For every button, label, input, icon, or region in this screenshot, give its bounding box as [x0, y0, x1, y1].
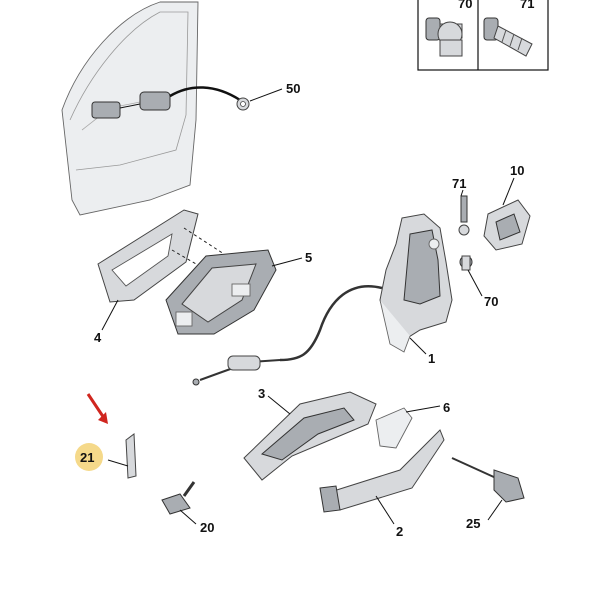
interior-handle-on-door: [91, 86, 241, 119]
gasket-part-6: [375, 407, 413, 449]
rod-end: [192, 378, 200, 386]
striker-part-10: [483, 199, 531, 251]
rod-clip: [227, 355, 261, 371]
callout-71: 71: [452, 176, 466, 191]
callout-71-inset: 71: [520, 0, 534, 11]
leader-21: [107, 459, 129, 467]
interior-handle-part-5: [165, 249, 277, 335]
handle-bracket-part-3: [243, 391, 377, 481]
leader-5: [271, 257, 303, 267]
callout-25: 25: [466, 516, 480, 531]
callout-10: 10: [510, 163, 524, 178]
leader-4: [101, 299, 119, 331]
callout-4: 4: [94, 330, 102, 345]
exterior-handle-part-2: [319, 429, 445, 513]
screw-part-71: [458, 195, 470, 236]
bolt-part-70: [459, 255, 473, 271]
bolt-71-icon: [483, 17, 533, 57]
callout-20: 20: [200, 520, 214, 535]
key-part-20: [161, 481, 196, 515]
lock-cylinder-part-25: [451, 457, 525, 503]
leader-71: [460, 189, 464, 197]
leader-10: [502, 177, 515, 206]
callout-50: 50: [286, 81, 300, 96]
door-lock-part-1: [379, 213, 453, 353]
callout-2: 2: [396, 524, 403, 539]
callout-6: 6: [443, 400, 450, 415]
alignment-line-1: [183, 227, 225, 255]
leader-3: [267, 395, 291, 415]
leader-1: [409, 337, 427, 355]
callout-70-inset: 70: [458, 0, 472, 11]
callout-3: 3: [258, 386, 265, 401]
leader-70: [467, 269, 483, 297]
leader-2: [375, 495, 395, 525]
screw-inset-box: [417, 0, 549, 71]
door-outline: [61, 1, 199, 216]
highlight-circle-21: [75, 443, 103, 471]
callout-70: 70: [484, 294, 498, 309]
arrow-down-left-icon: [86, 393, 108, 424]
callout-21: 21: [80, 450, 94, 465]
leader-6: [405, 405, 441, 413]
lock-cable: [279, 285, 383, 362]
callout-5: 5: [305, 250, 312, 265]
interior-bezel-part-4: [97, 209, 199, 303]
callout-1: 1: [428, 351, 435, 366]
grommet-part-50: [236, 97, 250, 111]
leader-25: [487, 499, 503, 521]
cap-part-21: [125, 433, 137, 479]
leader-20: [179, 509, 197, 525]
bolt-70-icon: [425, 17, 463, 57]
leader-50: [249, 88, 283, 102]
